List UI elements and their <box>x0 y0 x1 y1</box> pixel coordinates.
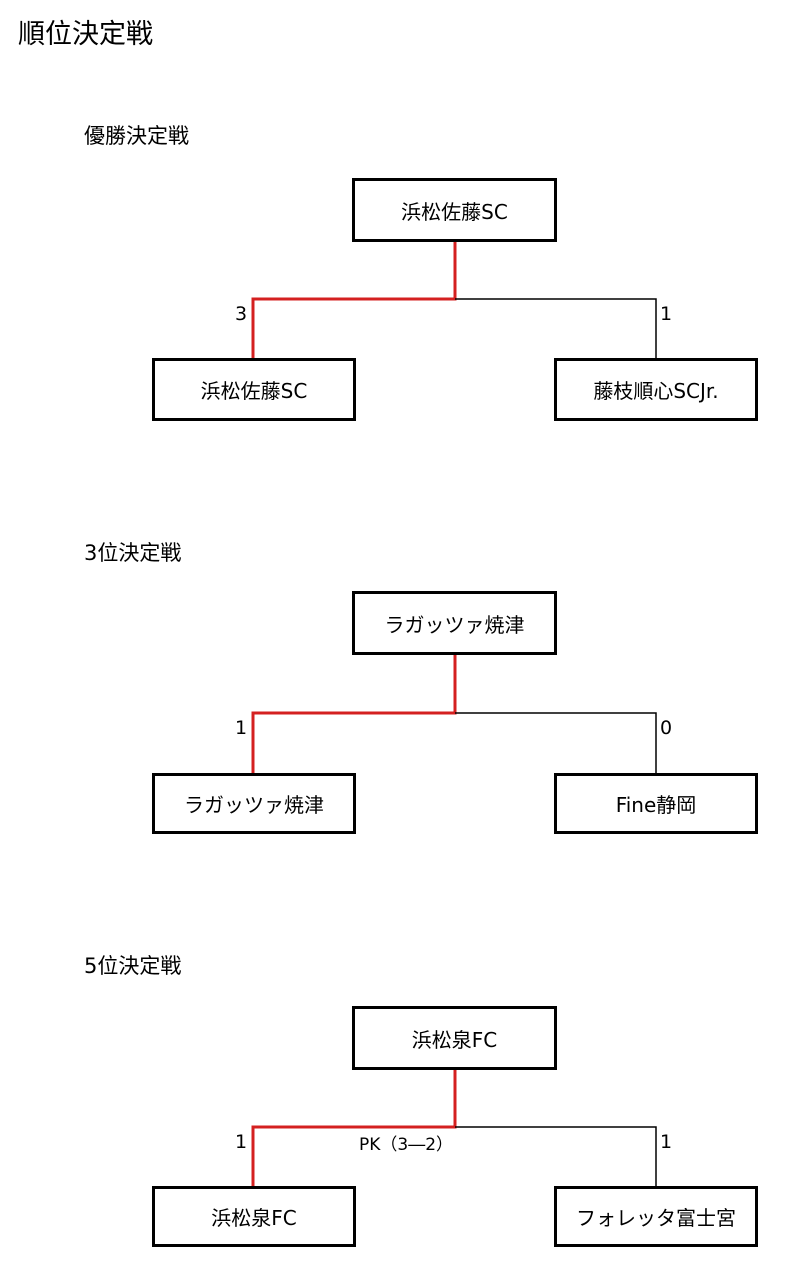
bracket-3-left-team-box: 浜松泉FC <box>152 1186 356 1247</box>
bracket-2-lose-line <box>455 712 657 773</box>
bracket-3-left-score: 1 <box>235 1131 248 1153</box>
bracket-1-win-line <box>251 242 457 358</box>
bracket-2-right-team-box: Fine静岡 <box>554 773 758 834</box>
bracket-1-right-score: 1 <box>660 303 673 325</box>
bracket-1-left-score: 3 <box>235 303 248 325</box>
bracket-3-pk-note: PK（3―2） <box>359 1135 454 1155</box>
bracket-3-winner-box: 浜松泉FC <box>352 1006 557 1070</box>
bracket-1-right-team-box: 藤枝順心SCJr. <box>554 358 758 421</box>
bracket-1-title: 優勝決定戦 <box>84 124 189 148</box>
bracket-3-win-line <box>251 1070 457 1186</box>
bracket-2-win-line <box>251 655 457 773</box>
bracket-3-lose-line <box>455 1126 657 1186</box>
bracket-3-title: 5位決定戦 <box>84 954 182 978</box>
bracket-3-right-score: 1 <box>660 1131 673 1153</box>
bracket-2-left-team-box: ラガッツァ焼津 <box>152 773 356 834</box>
bracket-1-left-team-box: 浜松佐藤SC <box>152 358 356 421</box>
bracket-1-lose-line <box>455 298 657 358</box>
bracket-2-title: 3位決定戦 <box>84 541 182 565</box>
bracket-2-winner-box: ラガッツァ焼津 <box>352 591 557 655</box>
bracket-2-right-score: 0 <box>660 717 673 739</box>
bracket-2-left-score: 1 <box>235 717 248 739</box>
bracket-3-right-team-box: フォレッタ富士宮 <box>554 1186 758 1247</box>
page-title: 順位決定戦 <box>18 19 153 50</box>
bracket-1-winner-box: 浜松佐藤SC <box>352 178 557 242</box>
